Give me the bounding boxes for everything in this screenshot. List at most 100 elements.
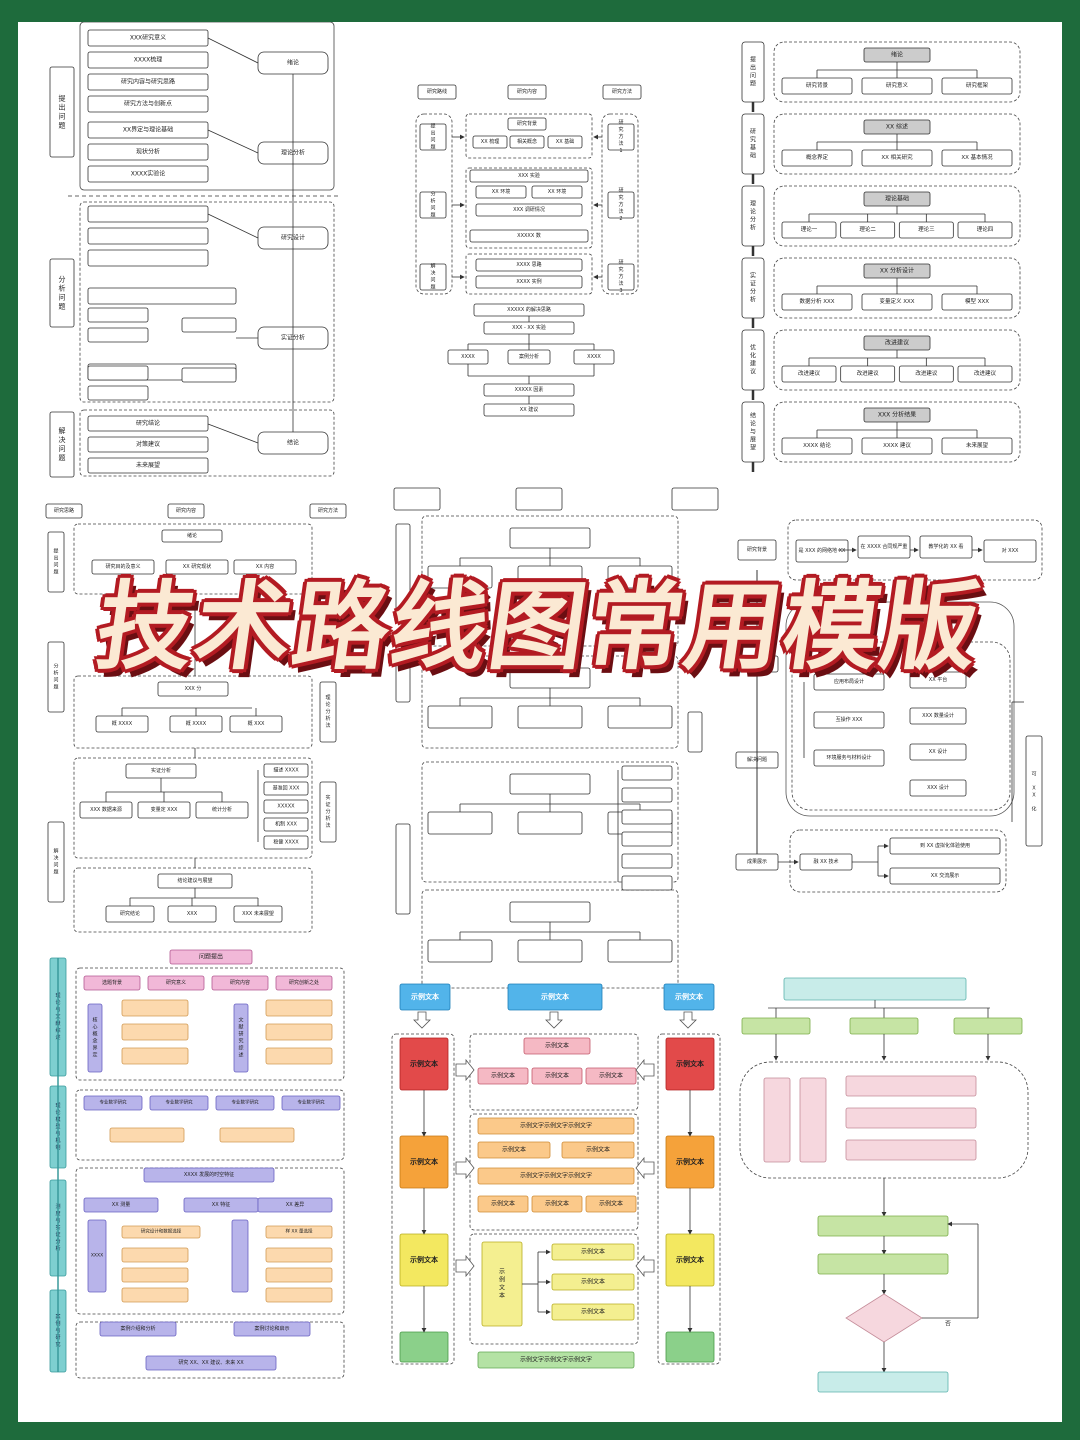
- node-label: 理论基础: [885, 195, 909, 203]
- node-box: [607, 263, 635, 291]
- node-label: 研究结论: [120, 910, 140, 917]
- node-box: [95, 715, 149, 733]
- node-box: [265, 1287, 333, 1303]
- node-box: [861, 437, 933, 455]
- node-box: [475, 203, 583, 217]
- node-box: [919, 535, 973, 559]
- node-box: [817, 1253, 949, 1275]
- node-label: X: [1032, 793, 1036, 799]
- node-label: 示例文本: [491, 1200, 515, 1208]
- node-label: 法: [325, 722, 330, 729]
- node-box: [531, 1195, 583, 1213]
- template-7: 问题提出理论与文献综述理论模型与机制测度与实证分析案例与研究选题背景研究意义研究…: [49, 949, 345, 1379]
- dashed-frame: [787, 519, 1043, 581]
- node-box: [507, 117, 547, 131]
- node-box: [813, 749, 885, 767]
- left-arrow-icon: [635, 1058, 655, 1082]
- node-label: 研究背景: [806, 81, 829, 89]
- node-box: [781, 293, 853, 311]
- node-box: [607, 939, 673, 963]
- node-box: [181, 367, 237, 383]
- dashed-frame: [421, 515, 679, 647]
- node-box: [87, 307, 149, 323]
- node-label: 析: [750, 224, 756, 232]
- left-arrow-icon: [635, 1254, 655, 1278]
- node-box: [517, 565, 583, 589]
- node-box: [275, 975, 333, 991]
- node-label: 示例文本: [675, 1059, 704, 1068]
- node-box: [309, 503, 347, 519]
- node-label: 决: [430, 270, 435, 277]
- node-label: 选题背景: [102, 979, 122, 986]
- node-box: [817, 1215, 949, 1237]
- node-box: [983, 539, 1037, 563]
- node-label: 究: [618, 126, 623, 133]
- node-label: 概 XXXX: [186, 720, 207, 727]
- node-label: 案例讨论和启示: [254, 1325, 289, 1332]
- node-box: [941, 293, 1013, 311]
- dashed-frame: [75, 1321, 345, 1379]
- connector: [207, 213, 259, 239]
- node-label: 分: [325, 708, 330, 715]
- node-label: 问: [53, 562, 58, 569]
- node-label: 本: [499, 1292, 505, 1300]
- node-label: 专业数学研究: [298, 1099, 325, 1106]
- node-box: [741, 1017, 811, 1035]
- node-label: XXX 数量设计: [922, 712, 954, 719]
- node-label: 解: [430, 263, 435, 270]
- node-box: [621, 875, 673, 891]
- node-box: [233, 559, 297, 575]
- dashed-frame: [75, 967, 345, 1081]
- node-label: 析: [325, 815, 330, 822]
- node-box: [393, 487, 441, 511]
- node-label: 核: [92, 1017, 97, 1024]
- node-box: [957, 221, 1013, 239]
- node-box: [87, 249, 209, 267]
- node-box: [861, 77, 933, 95]
- node-label: 变量定义 XXX: [879, 297, 914, 305]
- node-label: XXXX 实例: [516, 278, 541, 285]
- node-box: [143, 1167, 275, 1183]
- node-box: [265, 1047, 333, 1065]
- node-box: [263, 817, 309, 832]
- node-box: [87, 95, 209, 113]
- node-label: 界: [92, 1046, 97, 1052]
- node-label: 题: [59, 303, 66, 311]
- node-label: XXXX实验论: [131, 170, 165, 178]
- node-box: [889, 867, 1001, 885]
- node-label: 题: [59, 454, 66, 462]
- node-box: [477, 1351, 635, 1369]
- node-label: 决: [53, 855, 58, 862]
- node-box: [121, 1023, 189, 1041]
- node-label: XXXXX 的解决思路: [507, 306, 551, 313]
- node-box: [121, 1047, 189, 1065]
- node-label: 问: [59, 294, 66, 302]
- node-label: XXXX: [587, 354, 601, 360]
- node-box: [889, 837, 1001, 855]
- node-label: 结论: [287, 439, 299, 447]
- node-box: [169, 715, 223, 733]
- node-box: [87, 73, 209, 91]
- node-box: [87, 365, 149, 381]
- node-label: 理论一: [801, 225, 818, 233]
- node-box: [395, 641, 411, 703]
- node-label: 例: [499, 1276, 505, 1284]
- node-label: 是 XXX 的网络地 XX: [799, 547, 846, 554]
- dashed-frame: [465, 167, 593, 249]
- node-label: 绪论: [891, 51, 903, 59]
- node-box: [621, 831, 673, 847]
- node-label: 解: [59, 426, 66, 435]
- right-arrow-icon: [455, 1156, 475, 1180]
- node-box: [229, 715, 283, 733]
- node-label: XXX 实验: [518, 172, 540, 179]
- node-label: XX 分析设计: [880, 267, 914, 275]
- node-label: 示例文本: [586, 1146, 610, 1154]
- node-label: 现状分析: [136, 148, 160, 156]
- node-box: [83, 975, 141, 991]
- dashed-frame: [73, 523, 313, 595]
- node-box: [845, 1139, 977, 1161]
- node-box: [509, 135, 545, 149]
- node-box: [165, 559, 229, 575]
